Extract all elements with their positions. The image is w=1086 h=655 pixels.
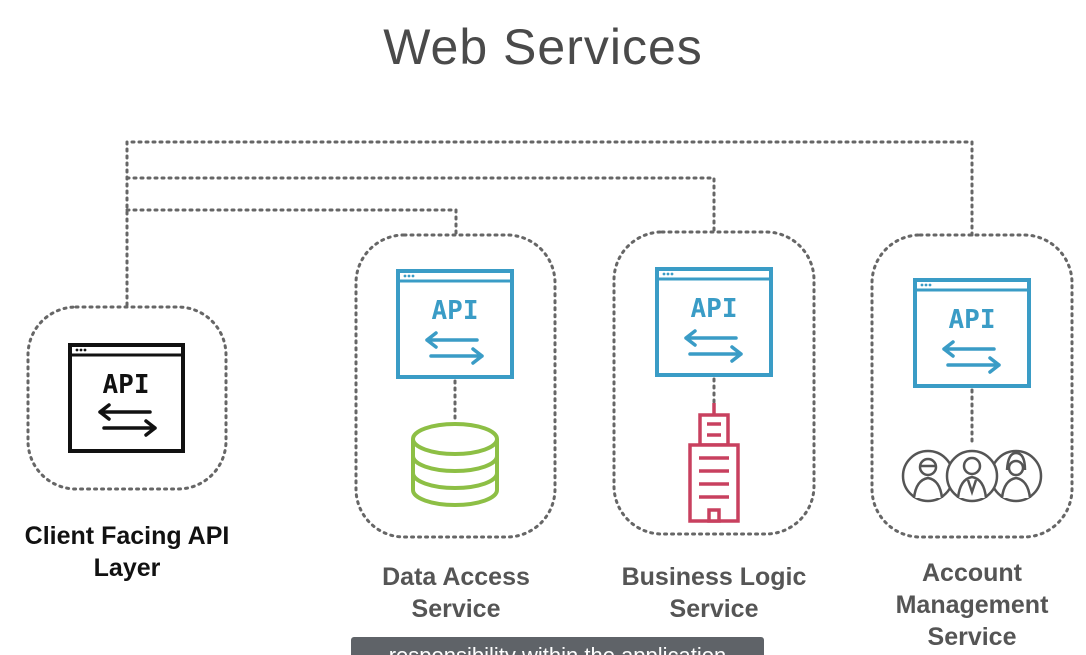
data-access-node: API: [354, 233, 557, 539]
data-access-label-line1: Data Access: [382, 563, 530, 591]
people-icon: [901, 449, 1043, 503]
data-access-api-badge: API: [432, 296, 479, 326]
person-icon-center: [945, 449, 999, 503]
account-management-api-icon: API: [913, 278, 1031, 388]
business-logic-api-icon: API: [655, 267, 773, 377]
business-logic-container: [612, 230, 816, 536]
connector-lines: [125, 140, 974, 307]
building-icon: [688, 403, 740, 523]
account-management-label: Account Management Service: [852, 557, 1086, 653]
data-access-label: Data Access Service: [336, 561, 576, 625]
business-logic-label: Business Logic Service: [594, 561, 834, 625]
person-icon-left: [901, 449, 955, 503]
account-management-node: API: [870, 233, 1074, 539]
business-logic-api-badge: API: [691, 294, 738, 324]
client-api-label: Client Facing API Layer: [0, 520, 254, 584]
client-api-label-line1: Client Facing API: [24, 522, 230, 550]
person-icon-right: [989, 449, 1043, 503]
account-management-api-badge: API: [949, 305, 996, 335]
client-api-label-line2: Layer: [93, 554, 161, 582]
account-management-label-line2: Management: [895, 591, 1049, 619]
business-logic-label-line1: Business Logic: [621, 563, 807, 591]
data-access-api-icon: API: [396, 269, 514, 379]
client-api-node: API: [26, 305, 228, 491]
account-management-label-line1: Account: [922, 559, 1022, 587]
database-icon: [411, 422, 499, 507]
caption-bar: responsibility within the application: [351, 637, 764, 655]
business-logic-node: API: [612, 230, 816, 536]
connector-data: [125, 208, 458, 237]
data-access-label-line2: Service: [411, 595, 501, 623]
connector-account: [125, 140, 974, 307]
account-management-label-line3: Service: [927, 623, 1017, 651]
business-logic-label-line2: Service: [669, 595, 759, 623]
client-api-icon: API: [68, 343, 185, 453]
diagram-title: Web Services: [383, 19, 703, 75]
data-access-container: [354, 233, 557, 539]
account-management-container: [870, 233, 1074, 539]
client-api-container: [26, 305, 228, 491]
client-api-badge: API: [103, 370, 150, 400]
connector-business: [125, 176, 716, 234]
